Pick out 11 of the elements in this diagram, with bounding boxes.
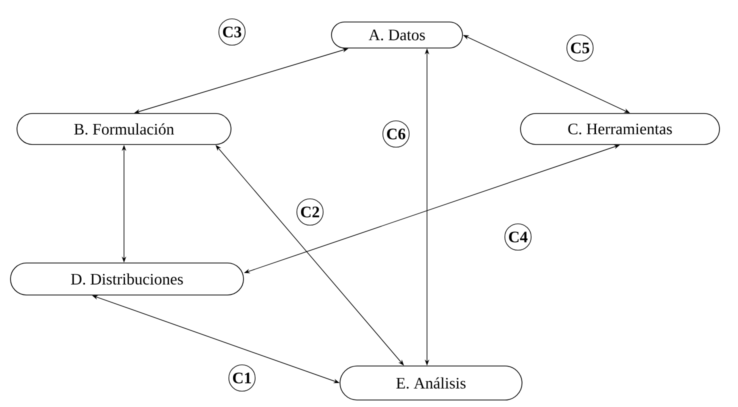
edge-label: C6 (382, 120, 410, 148)
process-box: D. Distribuciones (10, 262, 244, 296)
process-box: A. Datos (331, 22, 463, 48)
edge-label: C3 (218, 18, 246, 46)
edge-label: C4 (504, 223, 532, 251)
edge-label: C5 (566, 34, 594, 62)
process-box: B. Formulación (16, 113, 232, 145)
edge-label: C2 (296, 198, 324, 226)
edge-label: C1 (228, 364, 256, 392)
process-box: C. Herramientas (520, 113, 720, 145)
process-box: E. Análisis (340, 366, 522, 400)
